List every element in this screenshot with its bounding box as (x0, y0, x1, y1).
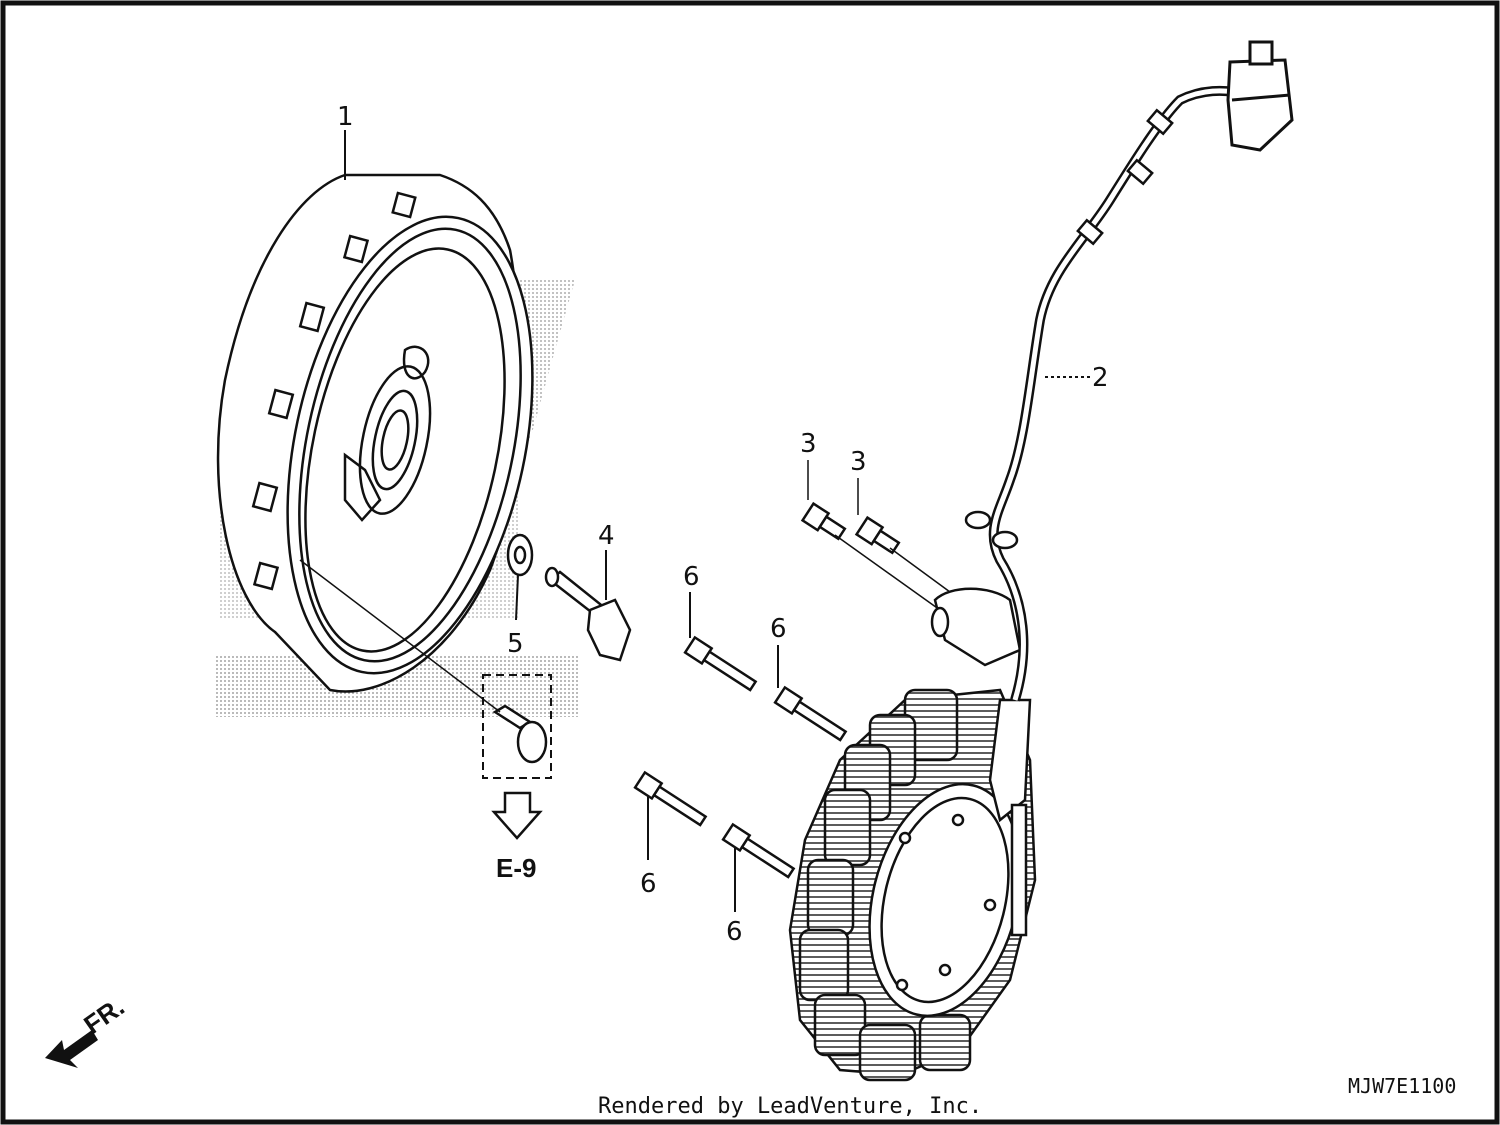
reference-box (299, 559, 552, 779)
front-direction-arrow (45, 1030, 98, 1068)
callout-6b: 6 (770, 614, 787, 644)
callout-3a: 3 (800, 429, 817, 459)
callout-5: 5 (507, 629, 524, 659)
washer (506, 533, 534, 577)
reference-arrow (491, 791, 543, 840)
stator-bolts (633, 635, 848, 879)
leader-lines-3 (807, 460, 951, 611)
callout-4: 4 (598, 521, 615, 551)
reference-label: E-9 (496, 853, 536, 883)
stator (788, 587, 1037, 1082)
callout-2: 2 (1092, 363, 1109, 393)
flywheel-bolt (544, 566, 632, 662)
flywheel (216, 173, 534, 693)
callout-6c: 6 (640, 869, 657, 899)
callout-labels: 1 2 3 3 4 5 6 6 6 6 (337, 102, 1109, 947)
wire-harness (964, 85, 1247, 702)
callout-3b: 3 (850, 447, 867, 477)
callout-6d: 6 (726, 917, 743, 947)
leader-line-5 (515, 574, 519, 621)
callout-6a: 6 (683, 562, 700, 592)
rendered-by-footer: Rendered by LeadVenture, Inc. (598, 1094, 982, 1119)
harness-connector (1226, 40, 1294, 152)
callout-1: 1 (337, 102, 354, 132)
drawing-code: MJW7E1100 (1348, 1074, 1456, 1098)
pulse-generator-screws (800, 501, 901, 555)
direction-label: FR. (78, 991, 130, 1040)
leader-lines-6 (647, 592, 779, 912)
